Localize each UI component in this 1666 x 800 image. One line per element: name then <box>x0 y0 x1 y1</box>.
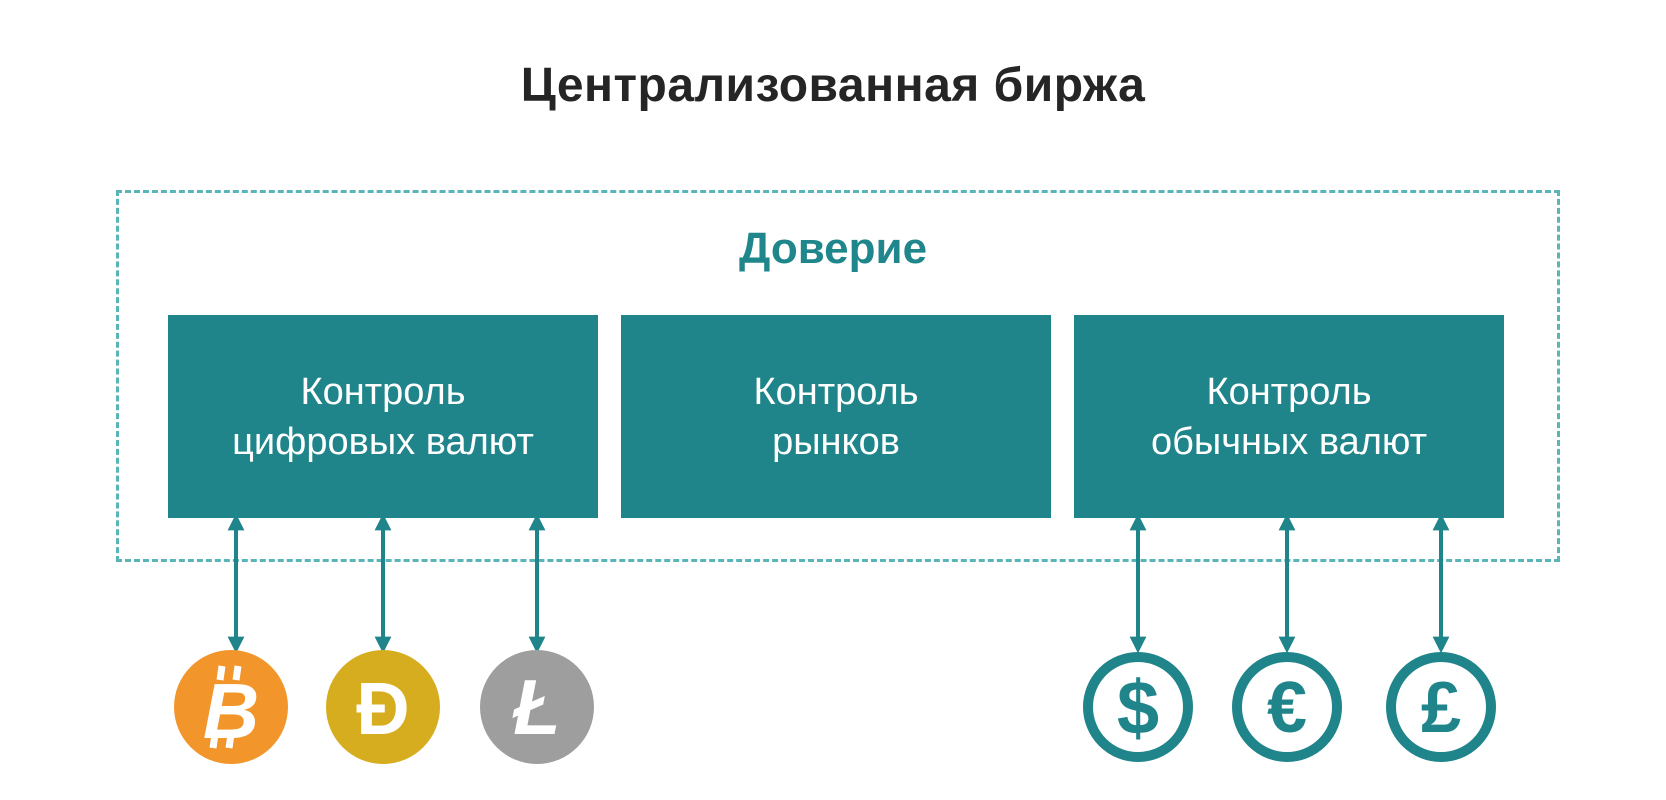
fiat-currency-control-box: Контроль обычных валют <box>1074 315 1504 518</box>
dollar-icon: $ <box>1083 652 1193 762</box>
litecoin-icon: Ł <box>480 650 594 764</box>
svg-text:Đ: Đ <box>356 667 409 750</box>
box-label-line1: Контроль <box>753 370 919 413</box>
box-label-line1: Контроль <box>300 370 466 413</box>
markets-control-box: Контроль рынков <box>621 315 1051 518</box>
svg-text:€: € <box>1267 668 1307 748</box>
box-label-line2: обычных валют <box>1150 420 1427 463</box>
svg-text:Ł: Ł <box>512 663 561 751</box>
box-label-line1: Контроль <box>1206 370 1372 413</box>
digital-currency-control-box: Контроль цифровых валют <box>168 315 598 518</box>
svg-text:£: £ <box>1421 668 1461 748</box>
page-title: Централизованная биржа <box>520 59 1146 112</box>
trust-frame <box>116 190 1560 562</box>
box-label-line2: цифровых валют <box>232 420 534 463</box>
box-label-line2: рынков <box>772 420 900 463</box>
trust-label: Доверие <box>738 224 928 273</box>
svg-text:$: $ <box>1117 666 1159 751</box>
euro-icon: € <box>1232 652 1342 762</box>
bitcoin-icon: B <box>174 650 288 764</box>
pound-icon: £ <box>1386 652 1496 762</box>
dogecoin-icon: Đ <box>326 650 440 764</box>
svg-text:B: B <box>203 667 259 755</box>
